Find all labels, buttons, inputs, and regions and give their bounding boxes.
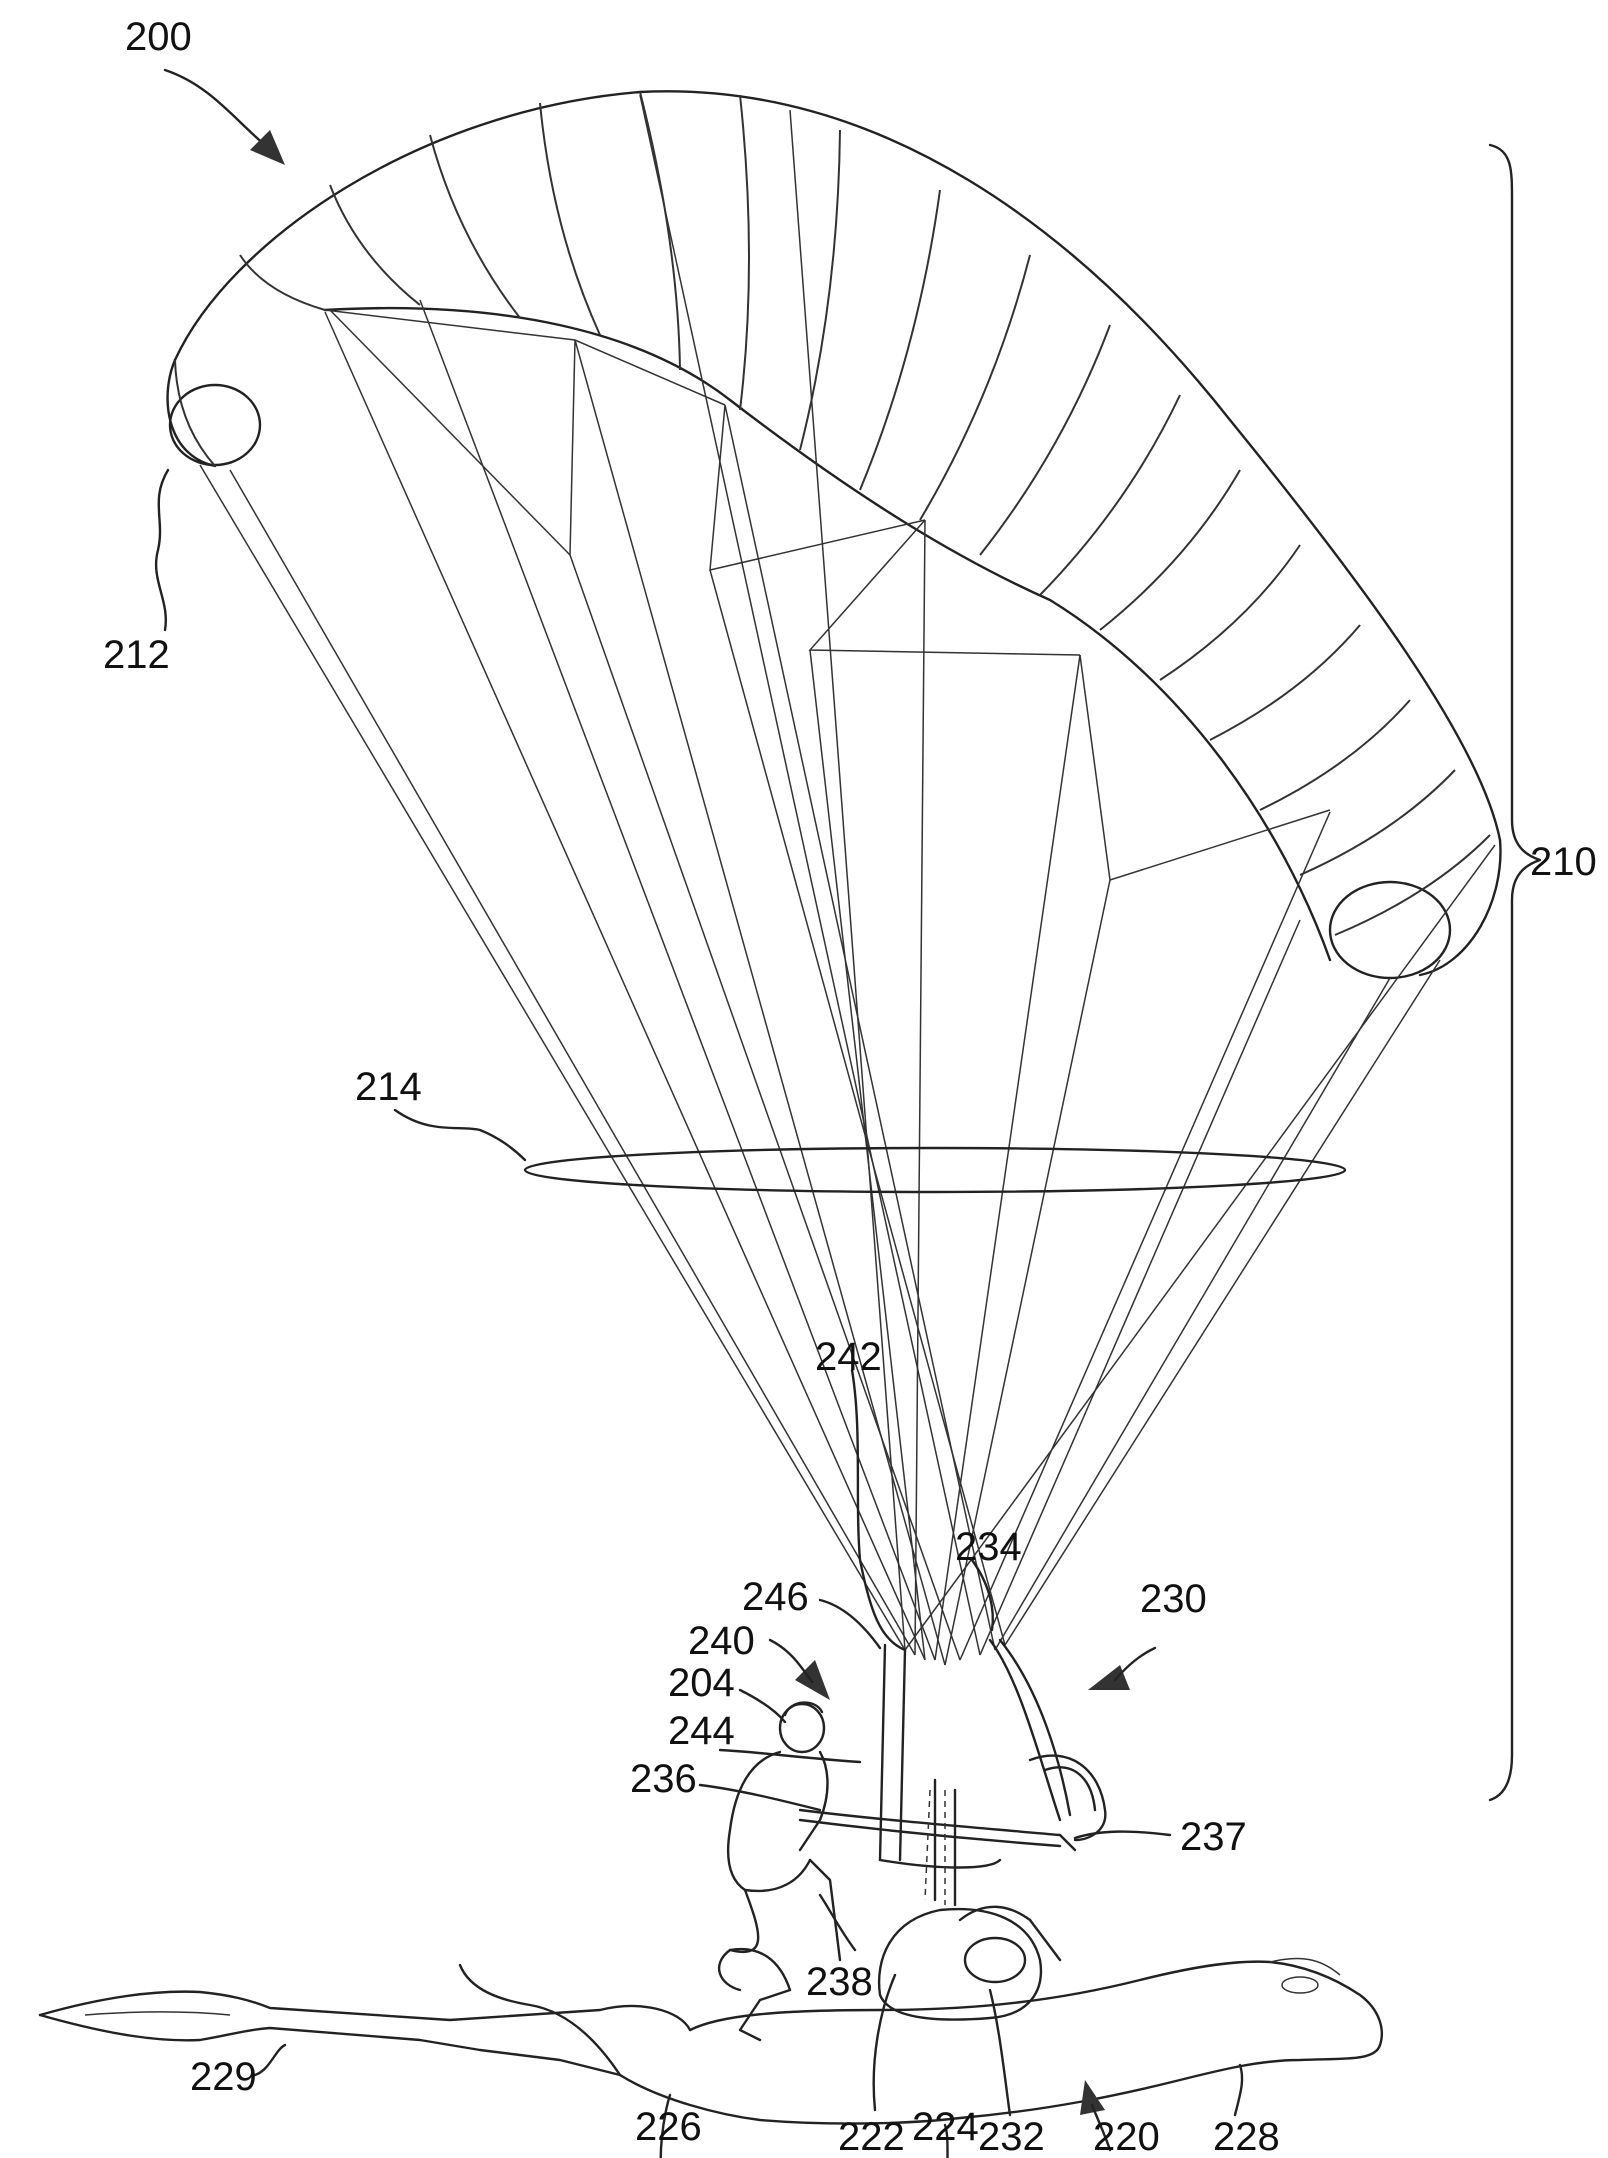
suspension-line bbox=[574, 339, 946, 1666]
suspension-line bbox=[994, 977, 1391, 1651]
suspension-line bbox=[959, 811, 1331, 1661]
label-210: 210 bbox=[1530, 840, 1597, 884]
label-229: 229 bbox=[190, 2055, 257, 2099]
reference-numerals: 200 210 212 214 242 234 246 230 240 204 … bbox=[103, 15, 1597, 2158]
label-240: 240 bbox=[688, 1619, 755, 1663]
canopy-rib bbox=[329, 184, 421, 306]
label-246: 246 bbox=[742, 1575, 809, 1619]
label-214: 214 bbox=[355, 1065, 422, 1109]
label-236: 236 bbox=[630, 1757, 697, 1801]
suspension-line bbox=[914, 519, 926, 1656]
arrow-240-icon bbox=[795, 1660, 830, 1700]
suspension-line bbox=[789, 109, 906, 1651]
canopy-rib bbox=[639, 91, 681, 371]
arrow-220-icon bbox=[1080, 2080, 1105, 2115]
label-232: 232 bbox=[978, 2115, 1045, 2158]
label-228: 228 bbox=[1213, 2115, 1280, 2158]
suspension-line bbox=[934, 654, 1081, 1661]
leader-lines bbox=[154, 68, 1244, 2158]
label-224: 224 bbox=[912, 2105, 979, 2149]
line-guide-ring bbox=[523, 1146, 1347, 1194]
label-237: 237 bbox=[1180, 1815, 1247, 1859]
arrow-230-icon bbox=[1088, 1665, 1130, 1690]
canopy-rib bbox=[1209, 624, 1361, 741]
canopy-rib bbox=[539, 102, 601, 336]
suspension-line bbox=[709, 569, 1006, 1646]
suspension-line bbox=[944, 879, 1111, 1666]
canopy-rib bbox=[1299, 769, 1456, 876]
suspension-line bbox=[904, 844, 1496, 1651]
suspension-line bbox=[979, 919, 1301, 1656]
canopy-rib bbox=[859, 189, 941, 491]
vehicle-body bbox=[38, 1907, 1383, 2125]
label-238: 238 bbox=[806, 1960, 873, 2004]
canopy-cell-ribs bbox=[174, 91, 1491, 936]
label-200: 200 bbox=[125, 15, 192, 59]
suspension-line bbox=[1004, 959, 1441, 1646]
label-230: 230 bbox=[1140, 1577, 1207, 1621]
label-204: 204 bbox=[668, 1661, 735, 1705]
suspension-line bbox=[324, 311, 926, 1661]
label-226: 226 bbox=[635, 2105, 702, 2149]
suspension-line bbox=[569, 554, 961, 1661]
canopy-rib bbox=[919, 254, 1031, 521]
label-220: 220 bbox=[1093, 2115, 1160, 2158]
canopy-rib bbox=[1099, 469, 1241, 631]
suspension-line bbox=[229, 469, 916, 1656]
label-244: 244 bbox=[668, 1709, 735, 1753]
canopy-rib bbox=[1334, 834, 1491, 936]
canopy-rib bbox=[979, 324, 1111, 556]
suspension-lines bbox=[199, 94, 1496, 1666]
canopy-rib bbox=[1259, 699, 1411, 811]
canopy-rib bbox=[1039, 394, 1181, 596]
pilot-figure bbox=[718, 1701, 842, 1992]
label-222: 222 bbox=[838, 2115, 905, 2158]
canopy-rib bbox=[429, 134, 521, 319]
canopy-rib bbox=[739, 94, 750, 411]
canopy-rib bbox=[239, 254, 326, 311]
suspension-line bbox=[809, 649, 926, 1661]
suspension-line bbox=[419, 299, 936, 1661]
suspension-line bbox=[199, 464, 906, 1651]
canopy-rib bbox=[1159, 544, 1301, 681]
suspension-line bbox=[639, 94, 981, 1656]
motor-frame bbox=[798, 1638, 1107, 1984]
arrow-200-icon bbox=[250, 130, 285, 165]
canopy bbox=[166, 90, 1502, 980]
label-212: 212 bbox=[103, 633, 170, 677]
label-242: 242 bbox=[815, 1335, 882, 1379]
canopy-bracket bbox=[1488, 143, 1542, 1802]
canopy-rib bbox=[799, 129, 841, 451]
canopy-rib bbox=[174, 359, 216, 467]
label-234: 234 bbox=[955, 1525, 1022, 1569]
